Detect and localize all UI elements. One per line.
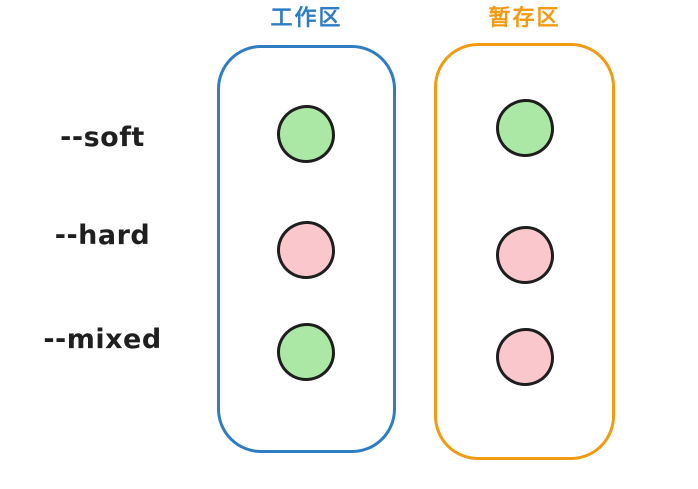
working-dot-soft — [277, 105, 335, 163]
staging-area-title: 暂存区 — [488, 6, 561, 31]
working-dot-hard — [277, 221, 335, 279]
row-label-hard: --hard — [54, 220, 151, 251]
working-area-box — [217, 45, 396, 453]
staging-area-box — [434, 43, 615, 460]
row-label-mixed: --mixed — [43, 324, 162, 355]
staging-dot-hard — [496, 226, 554, 284]
row-label-soft: --soft — [60, 122, 145, 153]
working-dot-mixed — [277, 323, 335, 381]
working-area-title: 工作区 — [270, 6, 343, 31]
staging-dot-soft — [496, 99, 554, 157]
staging-dot-mixed — [496, 328, 554, 386]
